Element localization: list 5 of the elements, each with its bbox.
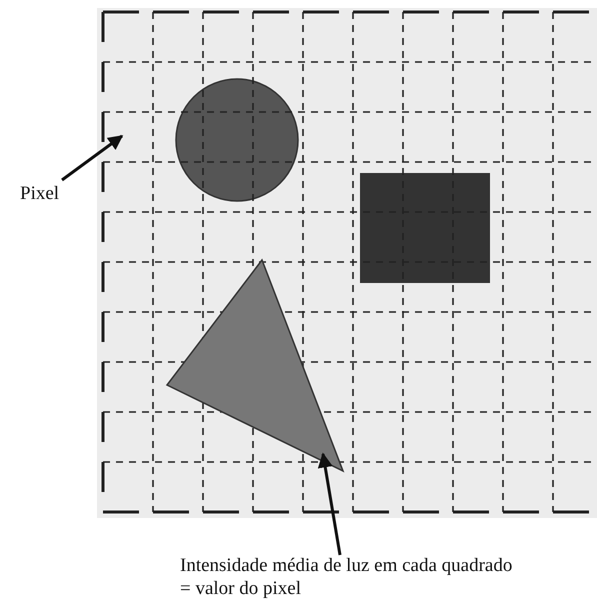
triangle-shape (165, 258, 347, 474)
pixel-label: Pixel (20, 182, 80, 205)
leader-arrow (61, 134, 124, 182)
caption-text: Intensidade média de luz em cada quadrado = valor do pixel (180, 554, 520, 600)
leader-arrow (318, 452, 342, 556)
